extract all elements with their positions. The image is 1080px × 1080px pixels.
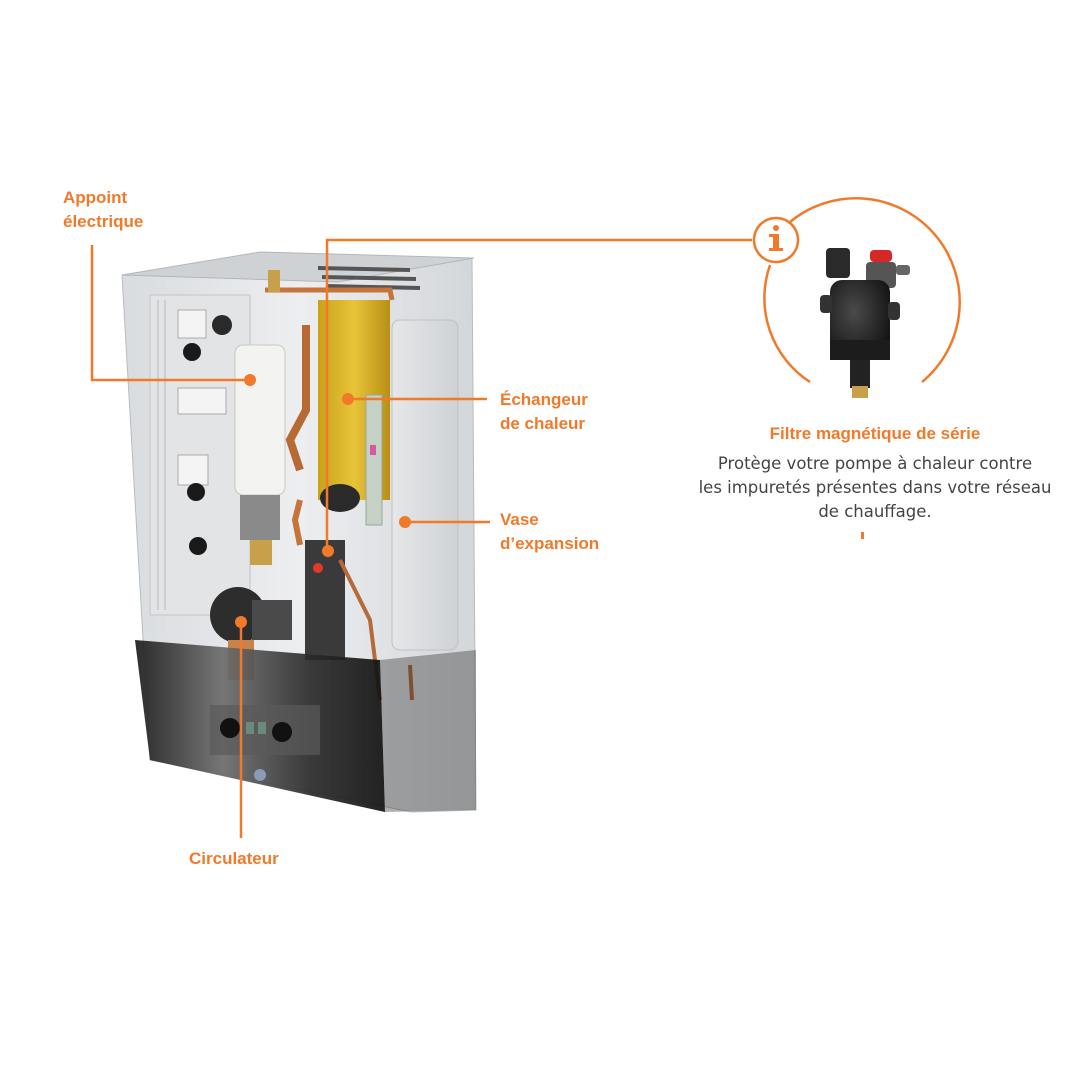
info-description: Protège votre pompe à chaleur contre les… (660, 452, 1080, 524)
description-line: Protège votre pompe à chaleur contre (717, 454, 1033, 473)
callout-line: Échangeur (500, 390, 588, 409)
callout-vase-expansion: Vase d’expansion (500, 508, 599, 556)
leader-filter (325, 238, 752, 551)
leader-lines (90, 238, 752, 838)
callout-line: Vase (500, 510, 539, 529)
callout-line: Circulateur (189, 849, 279, 868)
callout-line: de chaleur (500, 414, 586, 433)
info-title: Filtre magnétique de série (769, 424, 981, 443)
callout-circulateur: Circulateur (189, 847, 279, 871)
unit-case (121, 251, 477, 813)
callout-line: d’expansion (500, 534, 600, 553)
inset-arc (789, 197, 961, 383)
callout-echangeur-de-chaleur: Échangeur de chaleur (500, 388, 588, 436)
info-tick-mark (861, 532, 864, 539)
description-line: de chauffage. (818, 502, 932, 521)
callout-appoint-electrique: Appoint électrique (63, 186, 143, 234)
leader-appoint (90, 245, 250, 382)
magnetic-filter-image (820, 248, 910, 398)
callout-line: Appoint (63, 188, 128, 207)
callout-line: électrique (63, 212, 144, 231)
info-icon[interactable] (752, 216, 800, 264)
leader-dots (235, 374, 411, 628)
description-line: les impuretés présentes dans votre résea… (698, 478, 1052, 497)
